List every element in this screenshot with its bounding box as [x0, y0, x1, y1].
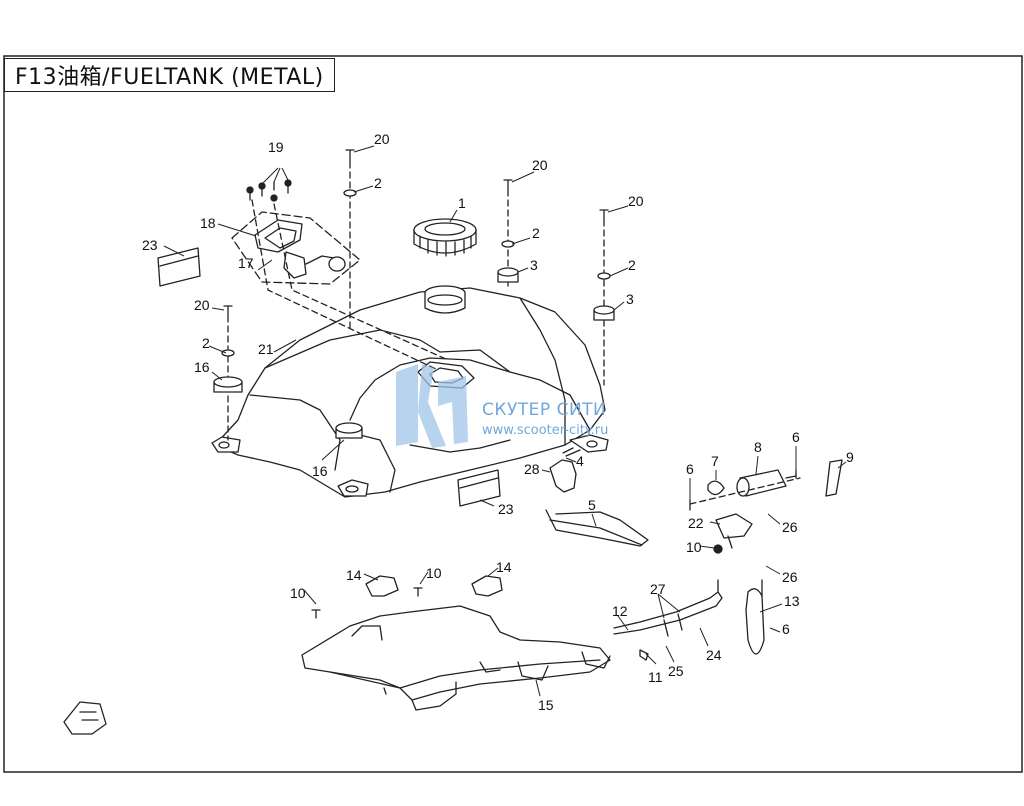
callout-20: 20 — [194, 297, 210, 313]
callout-2: 2 — [202, 335, 210, 351]
mounting-bolt-set-right-a — [497, 179, 519, 291]
clip-14-right — [471, 575, 503, 597]
fuel-hose-5 — [545, 509, 649, 547]
callout-9: 9 — [846, 449, 854, 465]
callout-28: 28 — [524, 461, 540, 477]
callout-17: 17 — [238, 255, 254, 271]
fuel-pump-assembly — [231, 179, 449, 371]
callout-16: 16 — [194, 359, 210, 375]
page-title: F13油箱/FUELTANK (METAL) — [4, 58, 335, 92]
elbow-hose-9 — [825, 459, 843, 497]
callout-20: 20 — [374, 131, 390, 147]
heat-shield — [301, 605, 611, 711]
callout-1: 1 — [458, 195, 466, 211]
callout-10: 10 — [426, 565, 442, 581]
callout-2: 2 — [628, 257, 636, 273]
rubber-pad-left — [157, 247, 201, 287]
callout-27: 27 — [650, 581, 666, 597]
callout-25: 25 — [668, 663, 684, 679]
callout-15: 15 — [538, 697, 554, 713]
callout-10: 10 — [686, 539, 702, 555]
clip-14-left — [365, 575, 399, 597]
callout-19: 19 — [268, 139, 284, 155]
callout-22: 22 — [688, 515, 704, 531]
callout-4: 4 — [576, 453, 584, 469]
callout-24: 24 — [706, 647, 722, 663]
callout-20: 20 — [532, 157, 548, 173]
callout-5: 5 — [588, 497, 596, 513]
callout-11: 11 — [648, 669, 663, 685]
fuel-filter — [736, 469, 797, 497]
watermark-logo-icon — [396, 364, 468, 448]
callout-18: 18 — [200, 215, 216, 231]
callout-26: 26 — [782, 569, 798, 585]
callout-2: 2 — [532, 225, 540, 241]
mounting-bolt-set-right-b — [593, 209, 615, 386]
fuel-pump-22 — [713, 513, 753, 554]
callout-6: 6 — [792, 429, 800, 445]
callout-13: 13 — [784, 593, 800, 609]
callout-23: 23 — [142, 237, 158, 253]
callout-2: 2 — [374, 175, 382, 191]
callout-26: 26 — [782, 519, 798, 535]
callout-3: 3 — [530, 257, 538, 273]
watermark-url: www.scooter-city.ru — [482, 423, 609, 438]
callout-14: 14 — [496, 559, 512, 575]
clamp-11 — [639, 649, 649, 661]
callout-16: 16 — [312, 463, 328, 479]
fuel-hose-24 — [613, 579, 723, 635]
rubber-pad-bottom — [457, 469, 501, 507]
fuel-cap — [413, 218, 477, 257]
callout-10: 10 — [290, 585, 306, 601]
callout-21: 21 — [258, 341, 274, 357]
callout-6: 6 — [686, 461, 694, 477]
callout-7: 7 — [711, 453, 719, 469]
diagram-border — [3, 55, 1023, 773]
watermark-name: СКУТЕР СИТИ — [482, 400, 607, 420]
callout-23: 23 — [498, 501, 514, 517]
callout-12: 12 — [612, 603, 628, 619]
callout-14: 14 — [346, 567, 362, 583]
mounting-bolt-set-center — [343, 149, 357, 331]
grommet-16-center — [335, 422, 363, 439]
callout-20: 20 — [628, 193, 644, 209]
callout-8: 8 — [754, 439, 762, 455]
callout-3: 3 — [626, 291, 634, 307]
callout-6: 6 — [782, 621, 790, 637]
hose-clamp-28 — [549, 447, 581, 493]
front-direction-arrow-icon — [63, 701, 107, 735]
fuel-hose-13 — [745, 579, 765, 655]
hose-clamp-7 — [707, 480, 725, 496]
